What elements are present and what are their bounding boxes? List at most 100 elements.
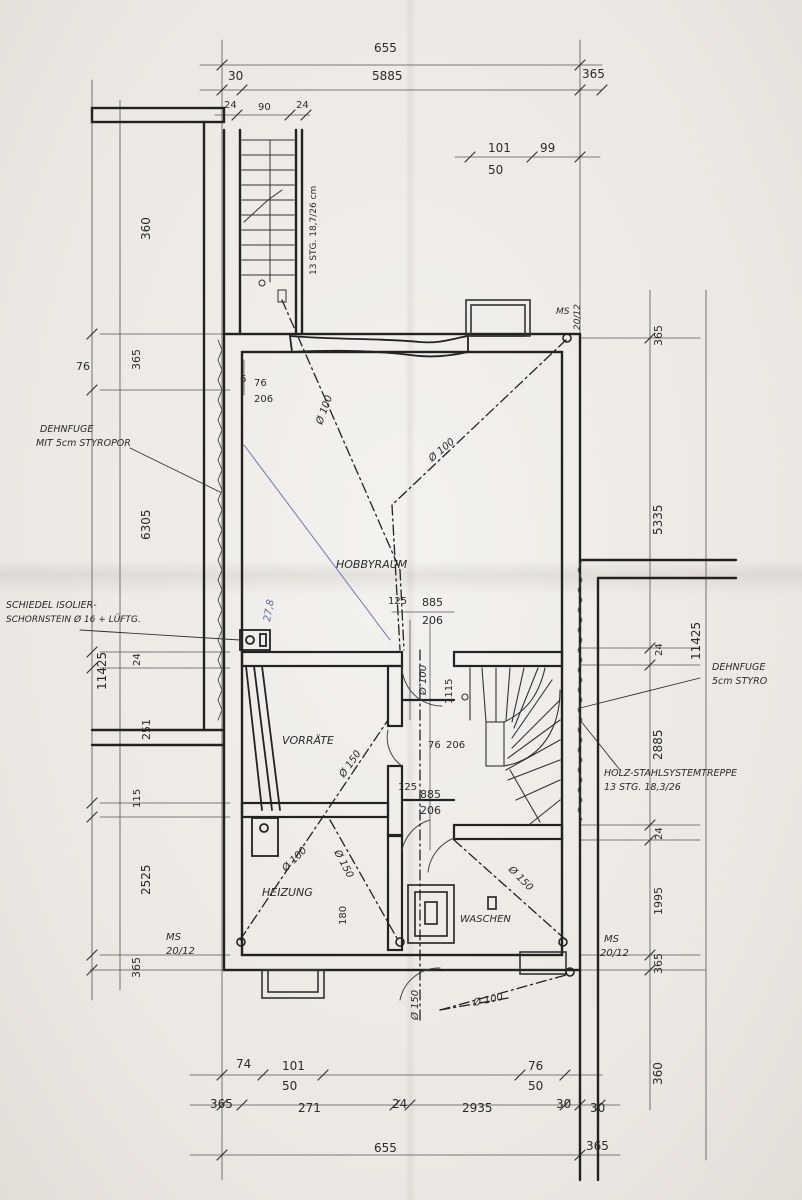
dim-window-bl-offset: 74 — [236, 1057, 251, 1071]
dim-window-left-76-b: 76 — [254, 378, 267, 389]
dim-window-top-width: 101 — [488, 141, 511, 155]
dimension-texts: 655 5885 30 365 24 90 24 101 50 99 655 3… — [76, 41, 609, 1155]
label-schiedel-2: SCHORNSTEIN Ø 16 + LÜFTG. — [6, 614, 141, 625]
dim-right-wall-top: 365 — [582, 67, 605, 81]
label-holz-2: 13 STG. 18,3/26 — [604, 782, 681, 793]
room-label-heizung: HEIZUNG — [262, 886, 313, 899]
label-dia-100-c: Ø 100 — [417, 665, 429, 696]
dim-left-24: 24 — [132, 653, 143, 666]
dim-stair-left: 24 — [224, 100, 237, 111]
dim-bottom-right-365: 365 — [586, 1139, 609, 1153]
label-dehnfuge-right-2: 5cm STYRO — [712, 676, 768, 687]
label-dia-150-b: Ø 150 — [331, 847, 356, 880]
dim-door-hobby-125: 125 — [388, 596, 407, 607]
dim-left-6305: 6305 — [139, 509, 153, 540]
label-ms-br: MS — [604, 934, 620, 945]
dim-stair-width: 90 — [258, 102, 271, 113]
room-label-waschen: WASCHEN — [460, 914, 511, 925]
rotated-dimension-texts: 360 365 6305 11425 24 251 115 2525 365 3… — [95, 186, 703, 1085]
dim-total-top: 655 — [374, 41, 397, 55]
dim-bottom-left-wall: 365 — [210, 1097, 233, 1111]
label-dehnfuge-right-1: DEHNFUGE — [712, 662, 765, 673]
label-dia-100-e: Ø 100 — [471, 991, 504, 1009]
label-dia-150-c: Ø 150 — [505, 863, 536, 894]
dim-stair-right: 24 — [296, 100, 309, 111]
dim-window-br-width: 76 — [528, 1059, 543, 1073]
dim-bottom-seg-2: 2935 — [462, 1101, 493, 1115]
dim-right-24-a: 24 — [654, 643, 665, 656]
ms-columns — [236, 333, 575, 977]
curved-wall — [288, 334, 469, 358]
dim-total-bottom: 655 — [374, 1141, 397, 1155]
label-dia-150-a: Ø 150 — [336, 748, 364, 780]
boiler-unit — [407, 884, 497, 944]
dim-right-365-top: 365 — [652, 325, 665, 346]
interior-stairs — [461, 667, 561, 825]
dim-right-11425: 11425 — [689, 622, 703, 660]
dim-left-2525: 2525 — [139, 864, 153, 895]
dim-door-hz-206: 206 — [420, 804, 441, 817]
label-ms-br-size: 20/12 — [600, 948, 629, 959]
label-ms-top-size: 20/12 — [573, 304, 583, 330]
dim-door-hobby-206: 206 — [422, 614, 443, 627]
room-label-hobbyraum: HOBBYRAUM — [336, 558, 408, 571]
dim-door-corr-206: 206 — [446, 740, 465, 751]
label-dehnfuge-left-2: MIT 5cm STYROPOR — [36, 438, 131, 449]
dim-bottom-seg-1: 271 — [298, 1101, 321, 1115]
dim-left-365-bottom: 365 — [130, 957, 143, 978]
top-window-bay — [465, 299, 531, 337]
label-dia-100-d: Ø 100 — [279, 844, 310, 875]
dim-left-251: 251 — [140, 719, 153, 740]
dim-left-365-top: 365 — [130, 349, 143, 370]
dim-right-2885: 2885 — [651, 729, 665, 760]
dimension-ticks — [86, 59, 656, 1161]
interior-walls — [240, 650, 564, 952]
ventilation-lines — [239, 299, 567, 1021]
dim-door-hobby-885: 885 — [422, 596, 443, 609]
dim-right-5335: 5335 — [651, 504, 665, 535]
leader-lines — [79, 447, 701, 771]
dim-window-bl-height: 50 — [282, 1079, 297, 1093]
blue-pen-line — [243, 444, 391, 641]
expansion-joints — [217, 339, 583, 821]
dim-left-115: 115 — [132, 789, 143, 808]
bottom-window-bays — [261, 951, 567, 999]
dim-door-hz-125: 125 — [398, 782, 417, 793]
dim-bottom-right-30: 30 — [590, 1101, 605, 1115]
dim-door-corr-76: 76 — [428, 740, 441, 751]
dim-window-br-height: 50 — [528, 1079, 543, 1093]
dim-window-top-gap: 99 — [540, 141, 555, 155]
dim-window-left-206: 206 — [254, 394, 273, 405]
dim-door-vert-1115: 1115 — [444, 679, 455, 704]
room-label-vorraete: VORRÄTE — [282, 734, 334, 747]
dim-window-left-76: 76 — [76, 360, 90, 373]
dim-window-bl-width: 101 — [282, 1059, 305, 1073]
label-ms-bl-size: 20/12 — [166, 946, 195, 957]
chimney — [239, 629, 281, 857]
label-dia-150-d: Ø 150 — [409, 990, 421, 1021]
dim-inner-top: 5885 — [372, 69, 403, 83]
dim-left-6: 6 — [240, 374, 246, 385]
dim-left-360: 360 — [139, 217, 153, 240]
dim-right-1995: 1995 — [652, 887, 665, 915]
dim-bottom-seg-mid: 24 — [392, 1097, 407, 1111]
dim-door-hz-885: 885 — [420, 788, 441, 801]
dim-bottom-right-wall: 30 — [556, 1097, 571, 1111]
dim-left-wall-top: 30 — [228, 69, 243, 83]
dim-right-360: 360 — [651, 1062, 665, 1085]
dim-right-365-bottom: 365 — [652, 953, 665, 974]
label-holz-1: HOLZ-STAHLSYSTEMTREPPE — [604, 768, 737, 779]
exterior-stairs — [241, 139, 295, 303]
label-dia-100-a: Ø 100 — [313, 394, 335, 427]
door-swings — [386, 665, 455, 1001]
label-schiedel-1: SCHIEDEL ISOLIER- — [6, 600, 97, 611]
dim-window-top-height: 50 — [488, 163, 503, 177]
dim-right-24-b: 24 — [654, 827, 665, 840]
label-ms-bl: MS — [166, 932, 182, 943]
label-blue-note: 27,8 — [262, 599, 277, 623]
dim-heiz-180: 180 — [338, 906, 349, 925]
label-ms-top: MS — [556, 307, 570, 317]
label-dia-100-b: Ø 100 — [425, 436, 457, 465]
dim-left-11425: 11425 — [95, 652, 109, 690]
